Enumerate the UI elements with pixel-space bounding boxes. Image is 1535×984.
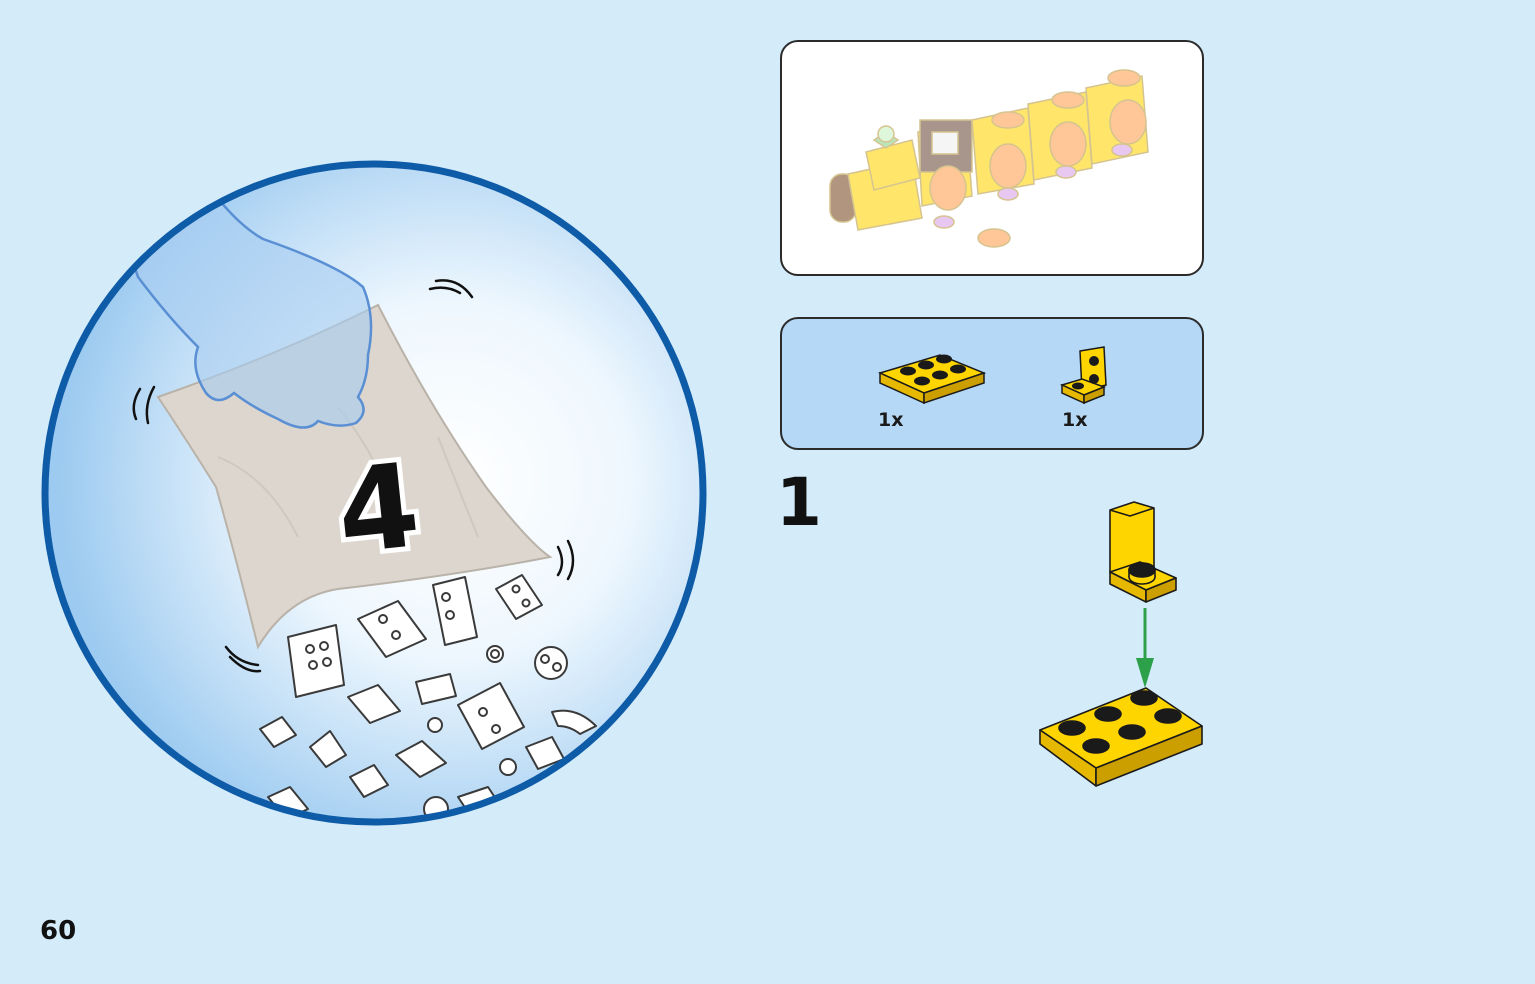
part-quantity: 1x: [878, 409, 904, 431]
bag-circle-border: [41, 160, 707, 826]
page-number: 60: [40, 916, 77, 946]
hand-icon: [116, 190, 373, 429]
part-quantity: 1x: [1062, 409, 1088, 431]
bracket-1x1-icon: [1060, 346, 1107, 405]
bag-opening-illustration: 4: [38, 157, 710, 829]
plate-2x3-icon: [878, 354, 987, 405]
step-illustration: [1039, 501, 1203, 787]
bag-number: 4: [331, 438, 425, 581]
step-number: 1: [776, 464, 822, 541]
down-arrow-icon: [1136, 608, 1154, 688]
model-preview-panel: [780, 40, 1204, 276]
plate-2x3-icon: [1039, 687, 1203, 787]
bracket-1x1-icon: [1109, 501, 1177, 603]
shake-marks-icon: [132, 279, 575, 673]
parts-list-panel: 1x 1x: [780, 317, 1204, 450]
caterpillar-model-icon: [829, 69, 1149, 248]
